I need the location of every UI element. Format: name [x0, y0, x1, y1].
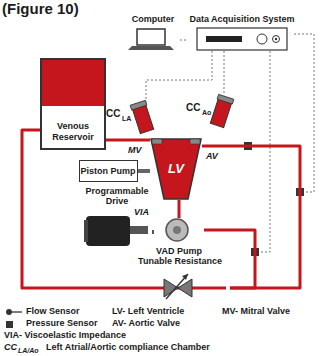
part-label: CC [186, 102, 200, 113]
node-text: Computer [126, 14, 180, 24]
piston-pump: Piston Pump [79, 160, 138, 182]
connector [152, 230, 154, 234]
daq-system-icon [196, 27, 288, 55]
node-text: Data Acquisition System [188, 14, 297, 24]
legend-marker [6, 309, 22, 328]
node-text: VAD Pump [154, 246, 204, 256]
part-label: LA [122, 115, 131, 123]
part-label: Left Atrial/Aortic compliance Chamber [46, 343, 210, 353]
left-ventricle: LV [150, 138, 202, 200]
node-text: LV [168, 162, 184, 177]
signal-wire [146, 34, 314, 252]
connector [22, 130, 130, 288]
part-label: AV [206, 152, 218, 162]
tunable-resistance-icon [130, 268, 226, 304]
connector [202, 146, 300, 288]
connector [180, 40, 188, 41]
legend-text: Flow Sensor [26, 307, 80, 317]
part-label: AV- Aortic Valve [112, 319, 180, 329]
computer: Computer [126, 14, 180, 52]
venous-reservoir: Venous Reservoir [40, 58, 106, 150]
tunable-resistance: Tunable Resistance [130, 256, 230, 300]
part-label: VIA [134, 208, 149, 218]
part-label: LV- Left Ventricle [112, 307, 184, 317]
node-text: Venous Reservoir [44, 121, 102, 142]
part-label: LA/Ao [18, 347, 39, 355]
programmable-drive: Programmable Drive [82, 186, 152, 254]
vad-pump-icon [154, 218, 200, 247]
part-label: CC [4, 343, 17, 353]
legend-text: Pressure Sensor [26, 319, 98, 329]
node-text: Tunable Resistance [130, 256, 230, 266]
node-text: Piston Pump [80, 166, 135, 176]
part-label: MV [128, 146, 142, 156]
compliance-chamber [130, 94, 234, 133]
flow-sensor [244, 142, 304, 256]
programmable-drive-icon [82, 212, 148, 256]
connector [106, 139, 150, 142]
vad-pump: VAD Pump [154, 218, 204, 256]
part-label: Ao [202, 109, 211, 117]
part-label: CC [106, 108, 120, 119]
connector [138, 169, 151, 173]
computer-icon [126, 27, 176, 55]
part-label: VIA- Viscoelastic Impedance [4, 331, 126, 341]
node-text: Programmable Drive [82, 186, 152, 207]
part-label: MV- Mitral Valve [222, 307, 290, 317]
daq-system: Data Acquisition System [188, 14, 297, 52]
figure-title: (Figure 10) [2, 1, 79, 18]
connector [178, 200, 181, 218]
